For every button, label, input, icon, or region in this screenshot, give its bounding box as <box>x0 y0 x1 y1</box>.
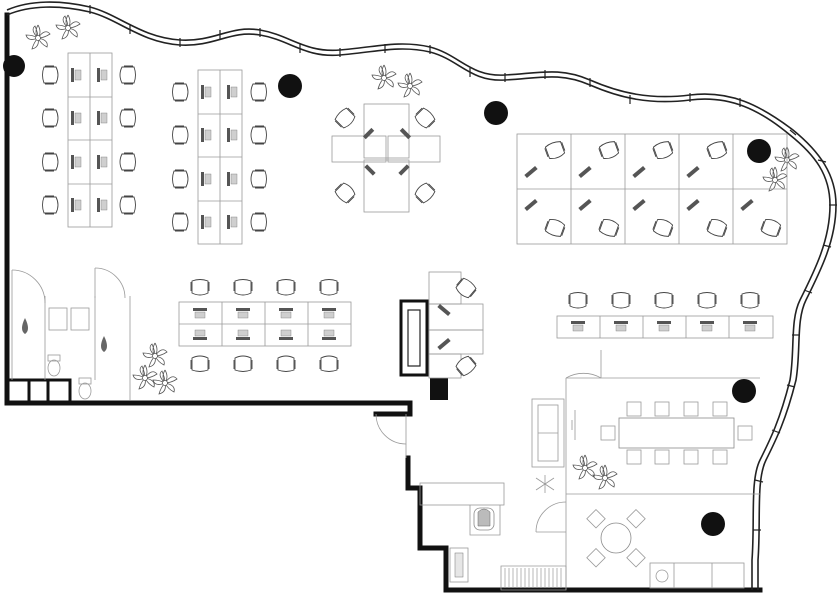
office-chair-icon <box>190 279 339 372</box>
reception <box>419 475 567 591</box>
sink-drop-icon <box>101 336 107 352</box>
desk-cluster-center <box>428 271 484 379</box>
office-chair-icon <box>568 292 760 309</box>
office-chair-icon <box>332 105 438 206</box>
desk-row-right <box>556 315 774 339</box>
desk-cluster-b <box>197 69 243 245</box>
desk-bench-cluster <box>516 133 788 245</box>
door-swing-icon <box>375 413 407 458</box>
conference-room <box>531 350 760 590</box>
meeting-room <box>535 501 745 589</box>
restrooms <box>11 267 131 400</box>
ceiling-fan-icon <box>535 475 555 493</box>
sink-drop-icon <box>22 318 28 334</box>
toilet-icon <box>47 354 92 400</box>
desk-row-middle <box>178 301 352 347</box>
walls <box>4 12 763 593</box>
sofa-icon <box>531 398 565 468</box>
round-table-icon <box>586 508 646 568</box>
office-chair-icon <box>453 276 479 378</box>
curtain-wall <box>6 1 837 590</box>
desk-pinwheel-cluster <box>331 103 441 213</box>
conference-table-icon <box>600 401 753 465</box>
structural-columns <box>3 55 771 536</box>
desk-cluster-a <box>67 52 113 228</box>
